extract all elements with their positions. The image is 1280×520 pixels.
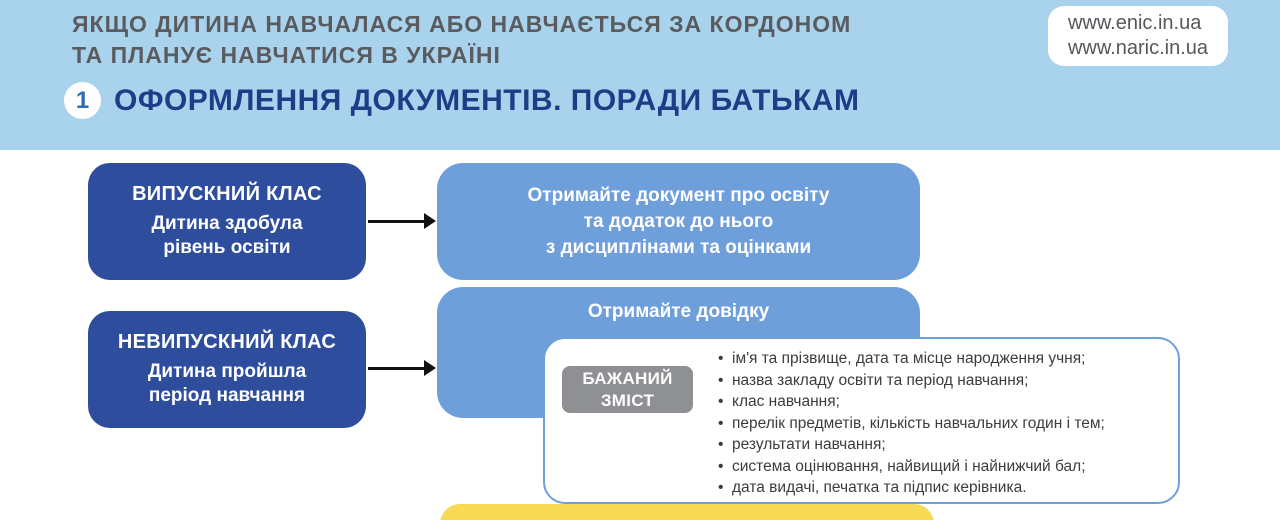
list-item: клас навчання; [718, 391, 1170, 413]
graduating-result-text: Отримайте документ про освіту та додаток… [527, 184, 830, 258]
step-number-badge: 1 [64, 82, 101, 119]
list-item: система оцінювання, найвищий і найнижчий… [718, 456, 1170, 478]
list-item: ім'я та прізвище, дата та місце народжен… [718, 348, 1170, 370]
graduating-class-body: Дитина здобула рівень освіти [151, 213, 303, 258]
link-enic: www.enic.in.ua [1067, 12, 1202, 34]
header-band: ЯКЩО ДИТИНА НАВЧАЛАСЯ АБО НАВЧАЄТЬСЯ ЗА … [0, 0, 1280, 150]
arrow-right-icon [368, 213, 436, 229]
page-title: ОФОРМЛЕННЯ ДОКУМЕНТІВ. ПОРАДИ БАТЬКАМ [114, 83, 860, 117]
link-naric: www.naric.in.ua [1067, 37, 1208, 59]
website-links-pill: www.enic.in.ua www.naric.in.ua [1047, 6, 1228, 66]
header-subtitle-line1: ЯКЩО ДИТИНА НАВЧАЛАСЯ АБО НАВЧАЄТЬСЯ ЗА … [72, 11, 852, 37]
non-graduating-class-box: НЕВИПУСКНИЙ КЛАС Дитина пройшла період н… [88, 311, 366, 428]
step-number: 1 [75, 86, 90, 114]
header-subtitle-line2: ТА ПЛАНУЄ НАВЧАТИСЯ В УКРАЇНІ [72, 42, 501, 68]
graduating-class-box: ВИПУСКНИЙ КЛАС Дитина здобула рівень осв… [88, 163, 366, 280]
graduating-class-title: ВИПУСКНИЙ КЛАС [132, 183, 322, 205]
title-row: 1 ОФОРМЛЕННЯ ДОКУМЕНТІВ. ПОРАДИ БАТЬКАМ [64, 82, 860, 119]
non-graduating-result-title: Отримайте довідку [587, 301, 770, 322]
arrow-right-icon [368, 360, 436, 376]
list-item: перелік предметів, кількість навчальних … [718, 413, 1170, 435]
certificate-items-list: ім'я та прізвище, дата та місце народжен… [718, 348, 1170, 499]
non-graduating-class-title: НЕВИПУСКНИЙ КЛАС [117, 331, 337, 353]
list-item: дата видачі, печатка та підпис керівника… [718, 477, 1170, 499]
graduating-result-box: Отримайте документ про освіту та додаток… [437, 163, 920, 280]
list-item: результати навчання; [718, 434, 1170, 456]
desired-content-label: БАЖАНИЙ ЗМІСТ [562, 366, 693, 413]
list-item: назва закладу освіти та період навчання; [718, 370, 1170, 392]
next-section-box-partial [440, 504, 934, 520]
non-graduating-class-body: Дитина пройшла період навчання [147, 361, 307, 406]
certificate-content-panel: БАЖАНИЙ ЗМІСТ ім'я та прізвище, дата та … [543, 337, 1180, 504]
header-subtitle: ЯКЩО ДИТИНА НАВЧАЛАСЯ АБО НАВЧАЄТЬСЯ ЗА … [72, 9, 851, 71]
